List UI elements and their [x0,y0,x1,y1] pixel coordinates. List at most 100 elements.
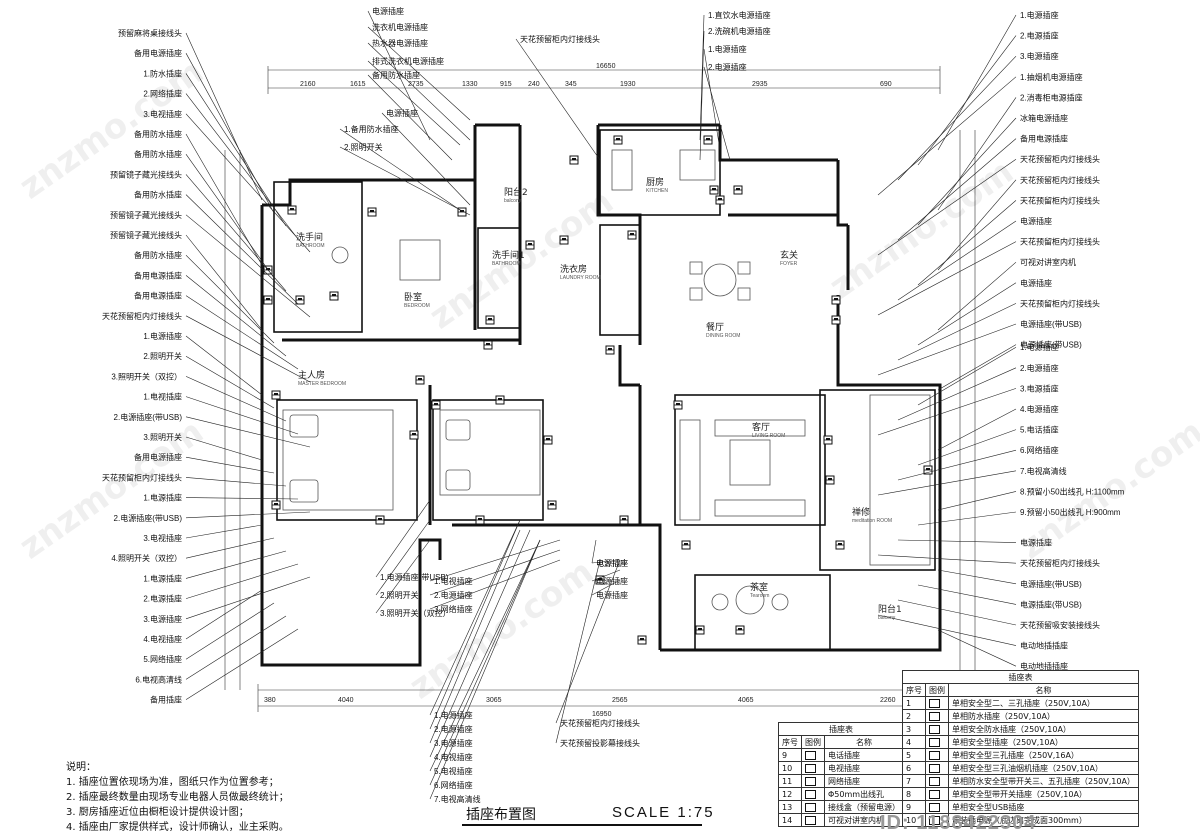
note-item: 4. 插座由厂家提供样式，设计师确认，业主采购。 [66,822,289,833]
leader-line [877,241,1017,316]
callout-label: 天花预留柜内灯接线头 [1020,237,1100,247]
side-dimension-lines [224,130,976,690]
leader-line [699,14,705,141]
callout-label: 天花预留柜内灯接线头 [102,472,182,482]
notes-block: 说明： 1. 插座位置依现场为准，图纸只作为位置参考； 2. 插座最终数量由现场… [66,760,396,835]
room-name: 禅修 [852,506,870,518]
leader-line [185,254,275,344]
leader-line [917,35,1017,166]
legend-name: 单相安全型带开关插座（250V,10A） [948,787,1139,801]
callout-label: 电源插座(带USB) [1020,599,1082,609]
legend-index: 4 [902,735,926,749]
callout-label: 2.电源插座 [708,62,747,72]
leader-line [877,158,1017,256]
room-name-en: DINING ROOM [706,333,740,339]
callout-label: 预留麻将桌接线头 [118,28,182,38]
leader-line [185,376,287,422]
leader-line [897,367,1017,421]
legend-symbol-icon [925,709,949,723]
note-item: 3. 厨房插座近位由橱柜设计提供设计图； [66,807,249,818]
socket-symbol [619,515,629,525]
callout-label: 预留镜子藏光接线头 [110,230,182,240]
callout-label: 天花预留柜内灯接线头 [1020,175,1100,185]
socket-symbol [709,185,719,195]
socket-symbol [475,515,485,525]
leader-line [375,499,431,578]
socket-symbol [483,340,493,350]
callout-label: 电动地插插座 [1020,661,1068,671]
center-callouts: 1.电源插座(带USB)2.照明开关3.照明开关（双控）电源插座1.电视插座2.… [380,558,640,804]
legend-symbol-icon [801,800,825,814]
callout-label: 天花预留柜内灯接线头 [1020,154,1100,164]
callout-label: 3.照明开关（双控） [111,371,182,381]
leader-line [185,456,275,474]
top-callouts: 电源插座洗衣机电源插座热水器电源插座排式洗衣机电源插座备用防水插座电源插座1.备… [344,6,771,152]
leader-line [515,38,601,161]
callout-label: 2.电源插座 [1020,31,1059,41]
dimension-value: 2260 [880,697,896,704]
room-name-en: MASTER BEDROOM [298,381,346,387]
leader-line [429,559,561,610]
callout-label: 备用电源插座 [134,270,182,280]
leader-lines [185,10,1017,800]
leader-line [185,295,299,370]
callout-label: 电源插座 [372,6,404,16]
callout-label: 预留镜子藏光接线头 [110,169,182,179]
legend-header: 名称 [824,735,904,749]
note-item: 2. 插座最终数量由现场专业电器人员做最终统计； [66,792,289,803]
callout-label: 电源插座 [596,558,628,568]
legend-name: 单相安全型三孔油烟机插座（250V,10A） [948,761,1139,775]
callout-label: 天花预留吸安装接线头 [1020,620,1100,630]
legend-header: 序号 [902,683,926,697]
socket-symbol [415,375,425,385]
socket-symbol [409,430,419,440]
socket-symbol [695,625,705,635]
leader-line [185,275,287,357]
legend-symbol-icon [801,748,825,762]
callout-label: 备用插座 [150,695,182,705]
callout-label: 天花预留柜内灯接线头 [560,718,640,728]
callout-label: 5.网络插座 [143,654,182,664]
dimension-value: 3065 [486,697,502,704]
socket-symbol [637,635,647,645]
callout-label: 电源插座 [1020,216,1052,226]
leader-line [591,579,621,596]
room-name-en: Tearoom [750,593,769,599]
socket-symbol [525,240,535,250]
callout-label: 1.直饮水电源插座 [708,10,771,20]
legend-index: 2 [902,709,926,723]
room-name: 玄关 [780,249,798,261]
leader-line [185,174,287,292]
callout-label: 电源插座 [1020,278,1052,288]
callout-label: 备用电源插座 [134,452,182,462]
callout-label: 8.预留小50出线孔 H:1100mm [1020,486,1125,496]
room-name: 茶室 [750,581,768,593]
leader-line [185,615,287,680]
leader-line [185,628,299,700]
room-name-en: meditation ROOM [852,518,892,524]
room-name-en: LAUNDRY ROOM [560,275,601,281]
dimension-value: 2735 [408,81,424,88]
room-name-en: BATHROOM [492,261,521,267]
leader-line [185,416,311,448]
legend-name: 单相防水安全型带开关三、五孔插座（250V,10A） [948,774,1139,788]
callout-label: 可视对讲室内机 [1020,257,1076,267]
leader-line [429,529,531,758]
legend-name: 单相安全型二、三孔插座（250V,10A） [948,696,1139,710]
leader-line [367,42,471,141]
socket-symbol [681,540,691,550]
callout-label: 2.电源插座(带USB) [114,513,183,523]
legend-header: 序号 [778,735,802,749]
room-name: 阳台2 [504,186,528,198]
top-dimension-line [267,66,941,94]
callout-label: 3.电视插座 [143,109,182,119]
callout-label: 备用防水插座 [134,149,182,159]
